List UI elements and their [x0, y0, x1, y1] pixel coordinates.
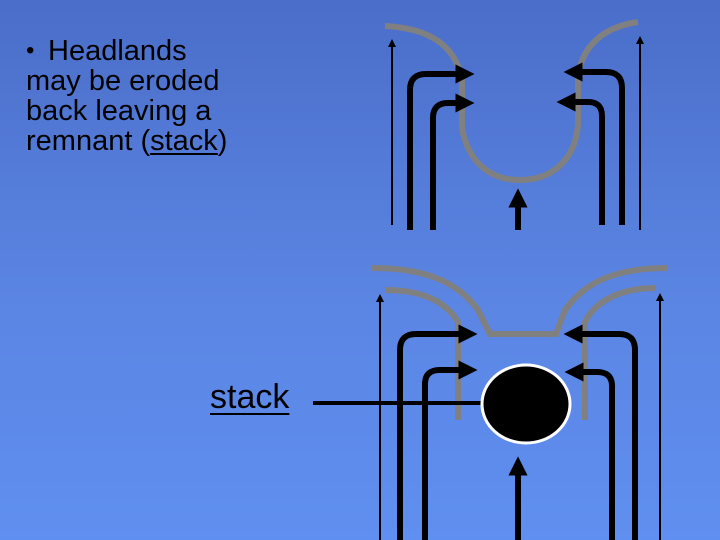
bottom-right-inner-arrow — [564, 362, 615, 540]
top-right-inner-arrow — [556, 92, 605, 225]
top-coastline — [384, 19, 639, 184]
bullet-line-4-suffix: ) — [217, 125, 228, 157]
bottom-right-outer-arrow — [563, 324, 638, 540]
bottom-coastline — [371, 265, 669, 337]
bottom-diagram — [313, 265, 669, 540]
bullet-line-4-prefix: remnant ( — [26, 125, 151, 157]
bottom-left-wave-curve — [384, 287, 461, 420]
top-left-inner-arrow — [430, 93, 475, 230]
bullet-text-block: •Headlands may be eroded back leaving a … — [26, 36, 326, 156]
top-left-outer-arrow — [407, 64, 475, 230]
bottom-left-inner-arrow — [422, 360, 478, 540]
top-right-outer-arrow — [563, 62, 625, 225]
bullet-marker: • — [26, 37, 35, 64]
bottom-right-wave-curve — [582, 285, 657, 420]
top-diagram — [384, 19, 644, 230]
stack-label: stack — [210, 378, 290, 416]
stack-term-link: stack — [150, 125, 218, 157]
bullet-line-3: back leaving a — [26, 95, 212, 127]
bottom-left-outer-arrow — [397, 324, 478, 540]
bullet-line-2: may be eroded — [26, 65, 220, 97]
bullet-line-1: Headlands — [48, 35, 187, 67]
stack — [480, 363, 572, 445]
